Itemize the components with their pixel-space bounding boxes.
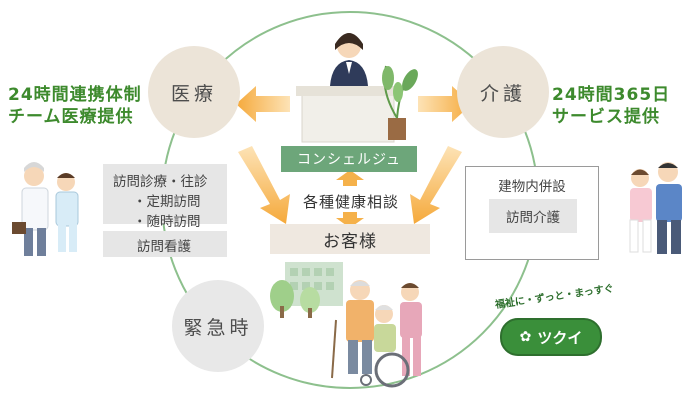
arrow-care-to-customer bbox=[410, 146, 462, 224]
concierge-illustration bbox=[296, 33, 418, 143]
arrow-to-medical bbox=[236, 86, 290, 122]
home-visit-item: ・定期訪問 bbox=[133, 194, 201, 210]
tsukui-logo: ✿ ツクイ bbox=[500, 318, 602, 356]
customer-box: お客様 bbox=[270, 224, 430, 254]
logo-name: ツクイ bbox=[537, 328, 583, 347]
medical-circle: 医療 bbox=[148, 46, 240, 138]
caregivers-illustration bbox=[629, 162, 682, 254]
medical-circle-label: 医療 bbox=[170, 82, 217, 105]
logo-mark-icon: ✿ bbox=[519, 329, 532, 345]
home-visit-item: ・随時訪問 bbox=[133, 214, 201, 230]
emergency-circle-label: 緊急時 bbox=[183, 316, 253, 339]
concierge-label: コンシェルジュ bbox=[296, 152, 402, 168]
care-tagline-line: 24時間365日 bbox=[552, 85, 671, 105]
home-nursing-label: 訪問看護 bbox=[137, 239, 191, 255]
home-visit-services: 訪問診療・往診 ・定期訪問 ・随時訪問 bbox=[103, 164, 227, 230]
care-circle-label: 介護 bbox=[479, 82, 526, 105]
in-building-care-box: 建物内併設 訪問介護 bbox=[465, 166, 599, 260]
care-circle: 介護 bbox=[457, 46, 549, 138]
home-nursing-box: 訪問看護 bbox=[103, 231, 227, 257]
customers-illustration bbox=[331, 280, 422, 388]
medical-tagline-line: 24時間連携体制 bbox=[8, 85, 142, 105]
doctor-nurse-illustration bbox=[12, 162, 79, 256]
home-visit-title: 訪問診療・往診 bbox=[113, 174, 208, 190]
medical-tagline: 24時間連携体制 チーム医療提供 bbox=[8, 84, 142, 128]
arrow-medical-to-customer bbox=[238, 146, 290, 224]
health-consultation-label: 各種健康相談 bbox=[302, 193, 399, 211]
medical-tagline-line: チーム医療提供 bbox=[8, 107, 134, 127]
emergency-circle: 緊急時 bbox=[172, 280, 264, 372]
arrow-down-to-customer bbox=[336, 212, 364, 228]
home-care-label: 訪問介護 bbox=[506, 210, 560, 226]
arrow-up-to-concierge bbox=[336, 170, 364, 186]
concierge-badge: コンシェルジュ bbox=[281, 146, 417, 172]
customer-label: お客様 bbox=[323, 231, 377, 252]
in-building-label: 建物内併設 bbox=[498, 179, 566, 195]
building-trees-illustration bbox=[270, 262, 343, 318]
home-care-box: 訪問介護 bbox=[489, 199, 577, 233]
care-tagline-line: サービス提供 bbox=[552, 107, 660, 127]
care-tagline: 24時間365日 サービス提供 bbox=[552, 84, 670, 128]
